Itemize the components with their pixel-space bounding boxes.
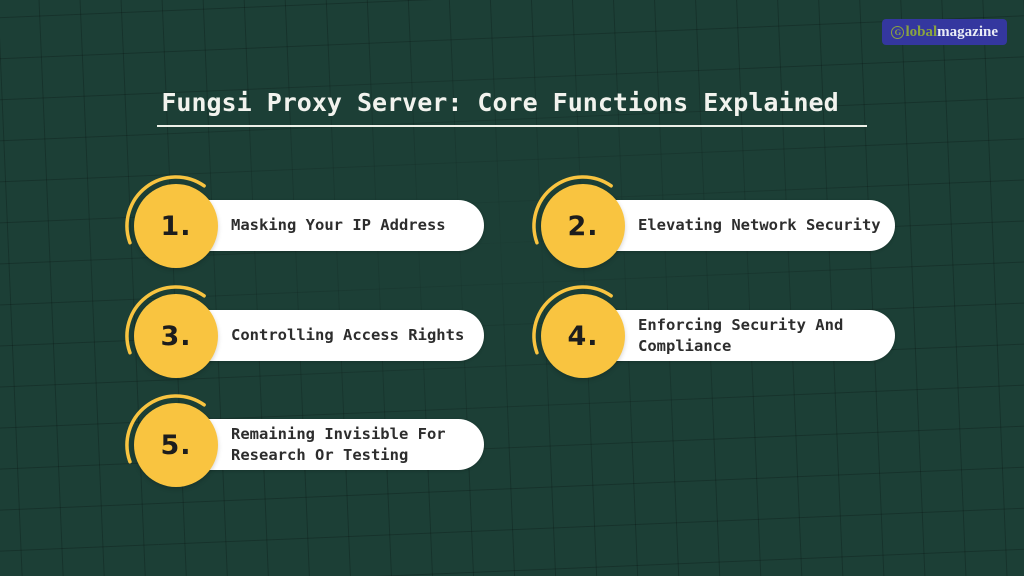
number-badge-1: 1.	[134, 184, 218, 268]
title-block: Fungsi Proxy Server: Core Functions Expl…	[0, 88, 1024, 127]
badge-number-4: 4.	[567, 320, 599, 352]
number-badge-4: 4.	[541, 294, 625, 378]
number-badge-3: 3.	[134, 294, 218, 378]
function-pill-2: Elevating Network Security	[583, 200, 895, 251]
badge-number-5: 5.	[160, 429, 192, 461]
badge-number-1: 1.	[160, 210, 192, 242]
number-badge-2: 2.	[541, 184, 625, 268]
function-label-5: Remaining Invisible For Research Or Test…	[231, 424, 446, 464]
badge-number-2: 2.	[567, 210, 599, 242]
logo-text-global: lobal	[905, 23, 938, 40]
function-pill-3: Controlling Access Rights	[176, 310, 484, 361]
function-pill-4: Enforcing Security And Compliance	[583, 310, 895, 361]
circled-g-icon: G	[891, 25, 905, 39]
function-pill-1: Masking Your IP Address	[176, 200, 484, 251]
page-title: Fungsi Proxy Server: Core Functions Expl…	[157, 88, 867, 127]
function-label-2: Elevating Network Security	[638, 216, 881, 234]
function-label-3: Controlling Access Rights	[231, 326, 465, 344]
function-label-4: Enforcing Security And Compliance	[638, 315, 844, 355]
badge-number-3: 3.	[160, 320, 192, 352]
function-pill-5: Remaining Invisible For Research Or Test…	[176, 419, 484, 470]
logo-text-magazine: magazine	[937, 23, 998, 40]
function-label-1: Masking Your IP Address	[231, 216, 446, 234]
number-badge-5: 5.	[134, 403, 218, 487]
